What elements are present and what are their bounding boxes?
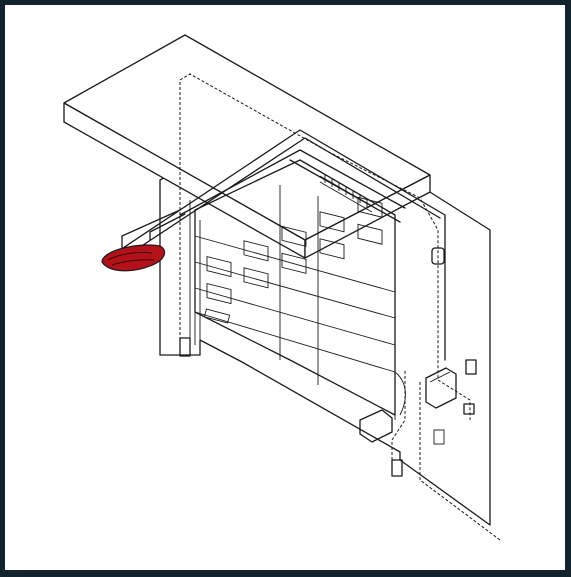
push-button-station [433,429,445,445]
garage-door-installation-diagram [63,34,501,541]
control-box [425,367,457,445]
operator-motor-unit [101,209,186,272]
door-opening-edge [189,200,201,350]
diagram-canvas [5,5,565,570]
ceiling-beam [63,34,431,259]
bottom-bracket [359,371,406,443]
torsion-spring [289,159,401,223]
wiring [179,73,501,541]
warning-lamp [431,247,477,375]
drive-rail [119,129,446,420]
door-handle [203,308,231,324]
photocell-sensors [179,337,475,477]
